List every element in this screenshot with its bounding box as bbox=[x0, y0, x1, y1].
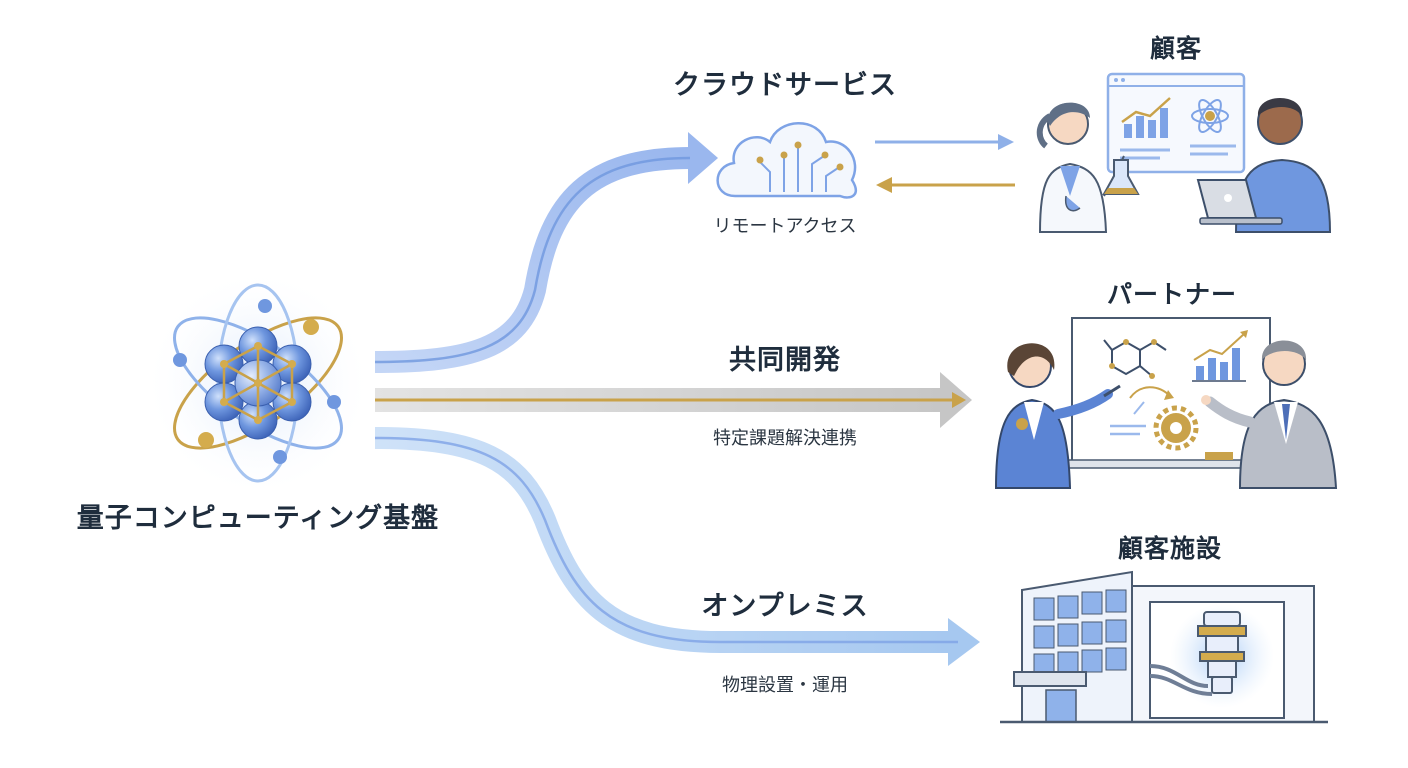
atom-lattice-icon bbox=[143, 268, 373, 498]
partners-label: パートナー bbox=[1106, 280, 1238, 309]
cloud-service-label: クラウドサービス bbox=[673, 70, 897, 101]
source-label: 量子コンピューティング基盤 bbox=[76, 503, 440, 534]
cloud-service-sub: リモートアクセス bbox=[713, 216, 857, 237]
request-arrow bbox=[875, 134, 1014, 150]
response-arrow bbox=[876, 177, 1015, 193]
cloud-circuit-icon bbox=[716, 122, 857, 199]
joint-development-label: 共同開発 bbox=[729, 345, 841, 376]
customer-facility-icon bbox=[1000, 570, 1328, 724]
customers-label: 顧客 bbox=[1149, 34, 1203, 63]
on-premise-label: オンプレミス bbox=[701, 591, 869, 622]
cloud-service-arrow bbox=[374, 132, 718, 373]
on-premise-sub: 物理設置・運用 bbox=[722, 675, 848, 696]
joint-development-arrow bbox=[375, 372, 972, 428]
joint-development-sub: 特定課題解決連携 bbox=[713, 428, 857, 449]
customers-dashboard-icon bbox=[1036, 72, 1332, 233]
partners-whiteboard-icon bbox=[994, 317, 1338, 489]
customer-facility-label: 顧客施設 bbox=[1117, 534, 1223, 563]
on-premise-arrow bbox=[374, 427, 980, 666]
